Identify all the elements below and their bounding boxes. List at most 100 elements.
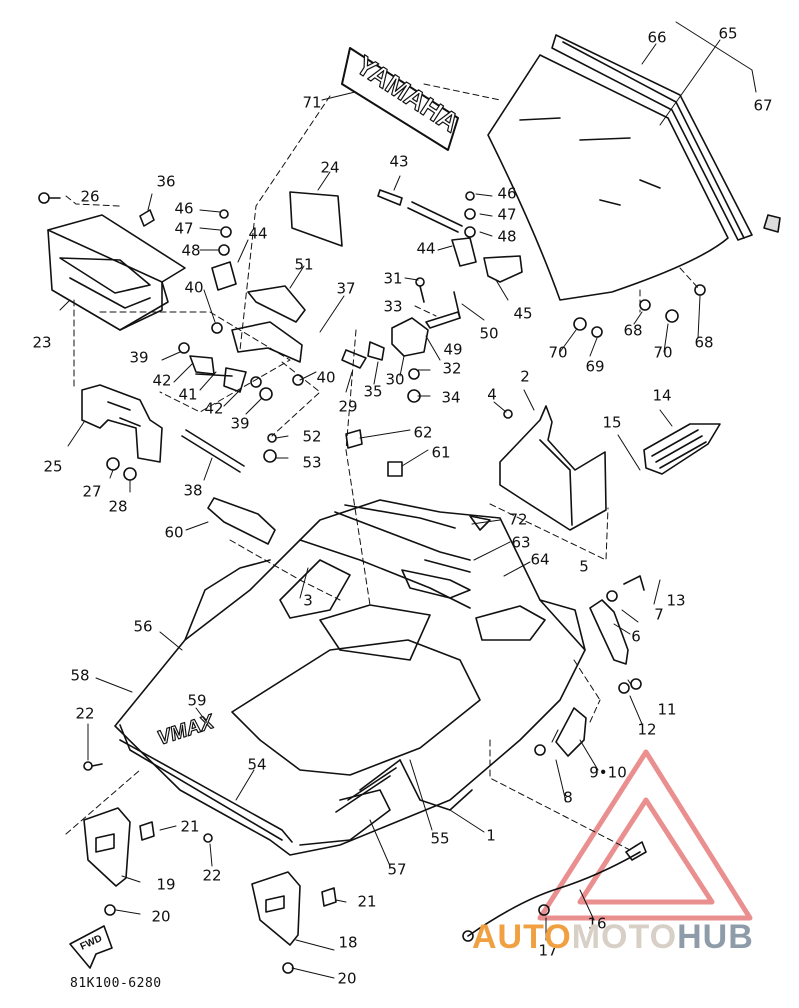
grip-60: [207, 497, 276, 545]
callout-34: 34: [441, 388, 461, 407]
callout-8: 8: [563, 788, 573, 807]
callout-53: 53: [302, 453, 322, 472]
callout-45: 45: [513, 304, 533, 323]
callout-2: 2: [520, 367, 530, 386]
bracket-8: [555, 707, 587, 757]
callout-11: 11: [657, 700, 677, 719]
callout-44-left: 44: [248, 224, 268, 243]
bracket-2: [499, 405, 607, 531]
callout-46-right: 46: [497, 184, 517, 203]
callout-70-left: 70: [548, 343, 568, 362]
side-bracket-5: [589, 599, 629, 665]
callout-56: 56: [133, 617, 153, 636]
callout-6: 6: [631, 627, 641, 646]
cable-16: [462, 841, 647, 942]
callout-21-left: 21: [180, 817, 200, 836]
callout-46-left: 46: [174, 199, 194, 218]
callout-40-right: 40: [316, 368, 336, 387]
callout-29: 29: [338, 397, 358, 416]
callout-24: 24: [320, 158, 340, 177]
callout-25: 25: [43, 457, 63, 476]
yamaha-decal: YAMAHA: [341, 47, 465, 151]
callout-64: 64: [530, 550, 550, 569]
callout-48-right: 48: [497, 227, 517, 246]
callout-33: 33: [383, 297, 403, 316]
link-49: [425, 311, 461, 329]
callout-58: 58: [70, 666, 90, 685]
hardware: [38, 191, 706, 974]
callout-19: 19: [156, 875, 176, 894]
callout-59: 59: [187, 691, 207, 710]
watermark-auto: AUTO: [472, 918, 572, 956]
callout-23: 23: [32, 333, 52, 352]
callout-44-right: 44: [416, 239, 436, 258]
callout-68-right: 68: [694, 333, 714, 352]
windshield: [487, 34, 781, 301]
callout-20-left: 20: [151, 907, 171, 926]
callout-28: 28: [108, 497, 128, 516]
callout-40-left: 40: [184, 278, 204, 297]
callout-31: 31: [383, 269, 403, 288]
callout-57: 57: [387, 860, 407, 879]
callout-52: 52: [302, 427, 322, 446]
callout-42-right: 42: [204, 399, 224, 418]
callout-37: 37: [336, 279, 356, 298]
callout-5: 5: [579, 557, 589, 576]
callout-55: 55: [430, 829, 450, 848]
callout-68-left: 68: [623, 321, 643, 340]
callout-18: 18: [338, 933, 358, 952]
callout-60: 60: [164, 523, 184, 542]
callout-61: 61: [431, 443, 451, 462]
mount-plate-37: [231, 321, 303, 363]
callout-22-left: 22: [75, 704, 95, 723]
rod-43: [377, 189, 463, 233]
callout-38: 38: [183, 481, 203, 500]
callout-62: 62: [413, 423, 433, 442]
callout-22-bottom: 22: [202, 866, 222, 885]
callout-27: 27: [82, 482, 102, 501]
callout-67: 67: [753, 96, 773, 115]
callout-13: 13: [666, 591, 686, 610]
callout-54: 54: [247, 755, 267, 774]
callout-41: 41: [178, 385, 198, 404]
callout-17: 17: [538, 941, 558, 960]
callout-1: 1: [486, 826, 496, 845]
vmax-decal: VMAX: [155, 710, 218, 749]
stay-bracket-30: [391, 317, 429, 357]
callout-16: 16: [587, 914, 607, 933]
watermark-triangle: [537, 749, 753, 921]
callout-14: 14: [652, 386, 672, 405]
hood-body: [114, 499, 586, 856]
callout-69: 69: [585, 357, 605, 376]
callout-47-right: 47: [497, 205, 517, 224]
callout-42-left: 42: [152, 371, 172, 390]
label-plate: [289, 191, 343, 247]
callout-15: 15: [602, 413, 622, 432]
callout-32: 32: [442, 359, 462, 378]
callout-71: 71: [302, 93, 322, 112]
callout-49: 49: [443, 340, 463, 359]
callout-9-10: 9•10: [589, 763, 627, 782]
step-plate-14: [643, 423, 721, 475]
callout-26: 26: [80, 187, 100, 206]
callout-21-right: 21: [357, 892, 377, 911]
callout-20-bottom: 20: [337, 969, 357, 988]
callout-50: 50: [479, 324, 499, 343]
callout-65: 65: [718, 24, 738, 43]
watermark-hub: HUB: [677, 918, 754, 956]
leader-lines: [59, 21, 757, 979]
callout-51: 51: [294, 255, 314, 274]
bracket-19: [83, 807, 131, 887]
bolt-50: [453, 291, 461, 319]
callout-4: 4: [487, 385, 497, 404]
meter-box: [47, 214, 186, 331]
fwd-label: FWD: [79, 933, 104, 953]
rod-38: [181, 429, 245, 473]
watermark-text: AUTOMOTOHUB: [472, 918, 754, 957]
callout-36: 36: [156, 172, 176, 191]
hinge-45: [451, 237, 523, 283]
bracket-51: [247, 285, 306, 323]
callout-39-right: 39: [230, 414, 250, 433]
